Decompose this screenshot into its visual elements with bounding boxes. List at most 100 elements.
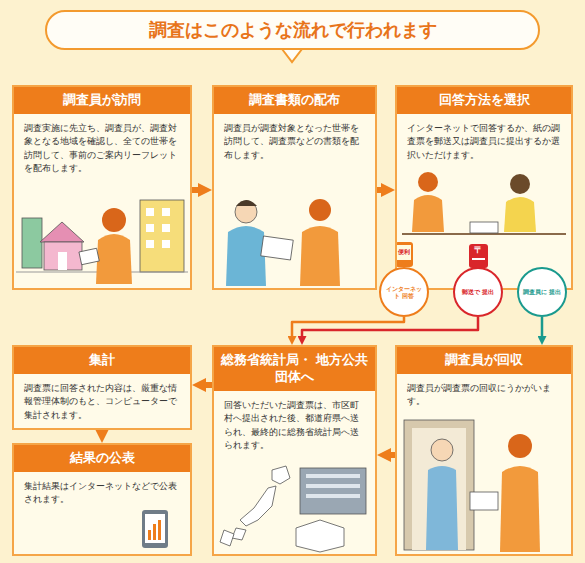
answering-figures [402,172,566,234]
office-building-part [296,520,344,552]
phone-icon [395,242,413,267]
houses-part [140,200,184,272]
option-label: 調査員に 提出 [522,288,562,296]
answering-figures-part [470,222,498,233]
step-box: 調査員が訪問調査実施に先立ち、調査員が、調査対象となる地域を確認し、全ての世帯を… [12,85,192,290]
option-circle: 調査員に 提出 [517,267,567,317]
collection-scene-part [470,492,498,510]
surveyor-figure-part [79,248,99,264]
postbox-icon-part [469,244,488,268]
collection-scene-part [412,428,466,550]
office-building-part [306,494,360,498]
box-fill [12,85,573,556]
step-box: 回答方法を選択インターネットで回答するか、紙の調査票を郵送又は調査員に提出するか… [395,85,573,290]
box-fill-part [12,345,192,430]
step-description: インターネットで回答するか、紙の調査票を郵送又は調査員に提出するか選択いただけま… [397,114,571,167]
handover-figures-part [236,200,257,206]
step-heading: 結果の公表 [14,445,190,472]
surveyor-figure-part [102,208,126,232]
step-description: 調査員が調査票の回収にうかがいます。 [397,374,571,413]
tablet-icon-part [158,520,161,540]
title-bubble: 調査はこのような流れで行われます [45,10,540,50]
tablet-icon-part [148,530,151,540]
step-heading: 集計 [14,347,190,374]
step-heading: 調査書類の配布 [214,87,375,114]
collection-scene-part [431,439,453,461]
option-circle: 郵送で 提出 [453,267,503,317]
handover-figures-part [300,226,340,286]
answering-figures-part [412,195,444,232]
tablet-icon [142,510,168,548]
postbox-icon [469,244,488,268]
box-fill-part [212,345,377,556]
step-box: 総務省統計局・ 地方公共団体へ回答いただいた調査票は、市区町村へ提出された後、都… [212,345,377,556]
tablet-icon-part [145,514,165,543]
japan-map-part [240,486,276,526]
step-heading: 総務省統計局・ 地方公共団体へ [214,347,375,391]
houses-part [40,222,84,242]
step-heading: 調査員が訪問 [14,87,190,114]
option-circle: インターネット 回答 [379,267,429,317]
houses-part [162,240,170,248]
japan-map [220,466,290,546]
flow-arrow [302,317,478,340]
collection-scene-part [426,466,458,550]
collection-scene [404,420,540,552]
step-heading: 調査員が回収 [397,347,571,374]
box-fill-part [12,85,192,290]
handover-figures-part [226,226,266,286]
flow-arrow [292,317,404,340]
houses-part [146,208,154,216]
step-heading: 回答方法を選択 [397,87,571,114]
step-box: 調査書類の配布調査員が調査対象となった世帯を訪問して、調査票などの書類を配布しま… [212,85,377,290]
surveyor-figure-part [96,234,132,284]
bubble-tail [282,49,302,62]
houses-part [146,240,154,248]
office-building-part [300,468,366,514]
office-building-part [306,484,360,488]
japan-map-part [220,530,234,546]
answering-figures-part [418,172,438,192]
icon-label: 便利 [397,249,411,255]
option-label: インターネット 回答 [384,285,424,300]
collection-scene-part [500,466,540,552]
tablet-icon-part [153,524,156,540]
flow-arrow [385,452,395,458]
houses-part [22,218,42,268]
japan-map-part [272,466,290,484]
step-description: 回答いただいた調査票は、市区町村へ提出された後、都道府県へ送られ、最終的に総務省… [214,391,375,457]
box-fill-part [212,85,377,290]
step-description: 調査票に回答された内容は、厳重な情報管理体制のもと、コンピューターで集計されます… [14,374,190,427]
step-description: 調査実施に先立ち、調査員が、調査対象となる地域を確認し、全ての世帯を訪問して、事… [14,114,190,180]
tablet-icon-part [142,510,168,548]
office-building-part [306,474,360,478]
handover-figures-part [309,199,331,221]
step-description: 調査員が調査対象となった世帯を訪問して、調査票などの書類を配布します。 [214,114,375,167]
flow-arrow [99,430,105,435]
office-building [296,468,366,552]
option-label: 郵送で 提出 [458,288,498,296]
step-box: 結果の公表集計結果はインターネットなどで公表されます。 [12,443,192,556]
handover-figures-part [261,236,293,260]
box-fill-part [395,85,573,290]
phone-icon-part [395,242,413,267]
collection-scene-part [508,434,532,458]
houses-part [146,224,154,232]
icon-label: 〒 [470,246,487,255]
houses-part [44,242,82,270]
postbox-icon-part [472,258,485,260]
handover-figures-part [235,201,257,223]
flow-arrow [200,382,212,388]
box-fill-part [12,443,192,556]
houses-part [162,224,170,232]
houses-part [162,208,170,216]
phone-icon-part [397,245,411,260]
flow-arrow [377,187,387,193]
flow-arrow [541,317,544,340]
flow-arrow [192,187,204,193]
collection-scene-part [404,420,474,550]
houses-part [58,252,67,270]
answering-figures-part [504,197,536,232]
